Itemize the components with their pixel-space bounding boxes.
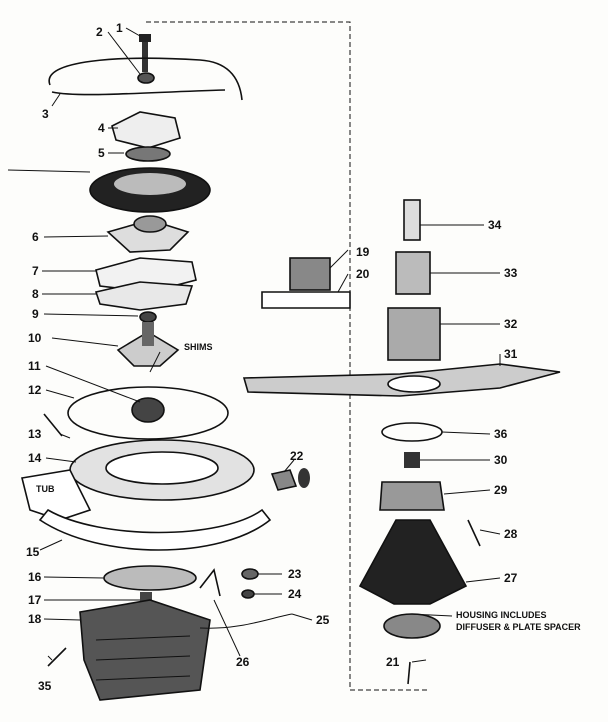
part-diffuser <box>383 613 441 639</box>
callout-31: 31 <box>504 347 518 361</box>
part-screw-35 <box>47 647 67 667</box>
assembly-boundary-dashed <box>146 21 430 691</box>
part-plate-8 <box>94 281 194 311</box>
part-33 <box>395 251 431 295</box>
callout-27: 27 <box>504 571 518 585</box>
part-tub-outline <box>21 469 92 521</box>
callout-20: 20 <box>356 267 370 281</box>
callout-5: 5 <box>98 146 105 160</box>
part-spray-arm-31-hub <box>387 375 441 393</box>
callout-29: 29 <box>494 483 508 497</box>
part-34 <box>403 199 421 241</box>
part-motor-18 <box>79 599 211 701</box>
part-ring-12 <box>67 386 229 440</box>
callout-24: 24 <box>288 587 302 601</box>
callout-33: 33 <box>504 266 518 280</box>
part-22 <box>270 469 298 491</box>
callout-2: 2 <box>96 25 103 39</box>
callout-11: 11 <box>28 359 41 373</box>
callout-30: 30 <box>494 453 508 467</box>
callout-6: 6 <box>32 230 39 244</box>
callout-28: 28 <box>504 527 518 541</box>
callout-15: 15 <box>26 545 40 559</box>
callout-26: 26 <box>236 655 250 669</box>
part-gear-5 <box>125 146 171 162</box>
callout-25: 25 <box>316 613 330 627</box>
callout-7: 7 <box>32 264 39 278</box>
part-gasket-15 <box>38 508 272 551</box>
part-clip-26 <box>199 568 221 597</box>
callout-22: 22 <box>290 449 304 463</box>
motor-windings <box>95 635 191 681</box>
callout-12: 12 <box>28 383 42 397</box>
callout-8: 8 <box>32 287 39 301</box>
callout-3: 3 <box>42 107 49 121</box>
part-hose-3-lower <box>51 89 226 96</box>
reference-line <box>7 169 91 173</box>
callout-1: 1 <box>116 21 123 35</box>
part-screw-21 <box>407 661 411 685</box>
callout-35: 35 <box>38 679 52 693</box>
part-6-hub <box>133 215 167 233</box>
part-hose-3 <box>48 57 243 101</box>
part-housing-14-center <box>105 451 219 485</box>
part-pump-housing-center <box>114 173 186 195</box>
callout-21: 21 <box>386 655 400 669</box>
part-16 <box>103 565 197 591</box>
callout-19: 19 <box>356 245 370 259</box>
callout-9: 9 <box>32 307 39 321</box>
callout-17: 17 <box>28 593 42 607</box>
part-23 <box>241 568 259 580</box>
part-cover-4 <box>111 111 181 149</box>
part-seal-11 <box>131 397 165 423</box>
part-gasket-7 <box>95 257 197 293</box>
callout-16: 16 <box>28 570 42 584</box>
part-20 <box>261 291 351 309</box>
part-29 <box>379 481 445 511</box>
callout-13: 13 <box>28 427 42 441</box>
callout-10: 10 <box>28 331 42 345</box>
callout-18: 18 <box>28 612 42 626</box>
part-washer-2 <box>137 72 155 84</box>
callout-36: 36 <box>494 427 508 441</box>
housing-note-line1: HOUSING INCLUDES <box>456 610 547 620</box>
callout-23: 23 <box>288 567 302 581</box>
part-30 <box>404 452 420 468</box>
part-impeller-10-shaft <box>142 322 154 346</box>
part-bolt-1 <box>139 34 151 72</box>
part-screw-13 <box>43 413 63 437</box>
housing-note-line2: DIFFUSER & PLATE SPACER <box>456 622 581 632</box>
callout-34: 34 <box>488 218 502 232</box>
shims-label: SHIMS <box>184 342 213 352</box>
part-screw-28 <box>467 519 481 547</box>
part-19 <box>289 257 331 291</box>
part-32 <box>387 307 441 361</box>
callout-32: 32 <box>504 317 518 331</box>
part-9 <box>139 311 157 323</box>
leader-lines <box>39 27 501 663</box>
tub-label: TUB <box>36 484 55 494</box>
part-24 <box>241 589 255 599</box>
callout-4: 4 <box>98 121 105 135</box>
callout-14: 14 <box>28 451 42 465</box>
part-22-spring <box>298 468 310 488</box>
part-ring-36 <box>381 422 443 442</box>
part-housing-27 <box>358 519 468 605</box>
part-wires-25 <box>199 613 293 629</box>
